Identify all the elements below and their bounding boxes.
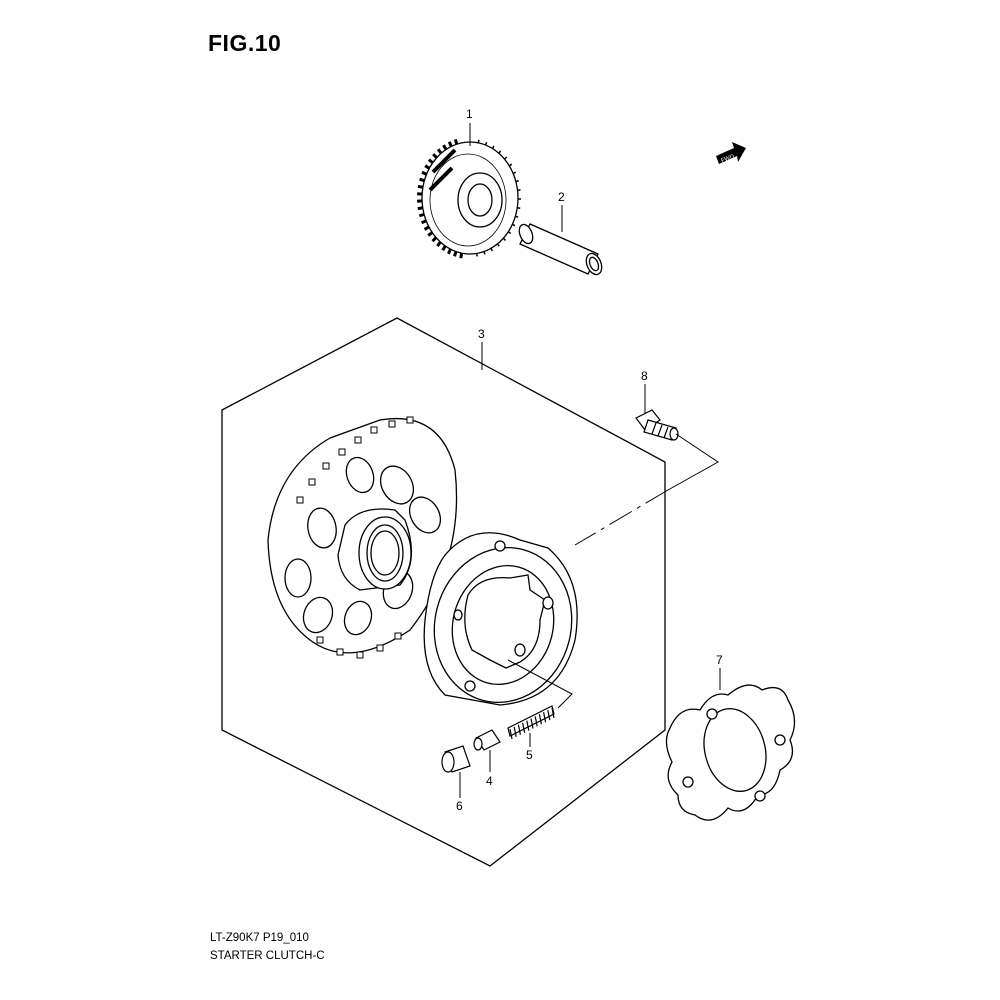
gear-tooth [515,215,519,218]
clutch-washer-plate [665,684,796,821]
gear-tooth [498,150,502,154]
gear-tooth [421,170,428,176]
gear-tooth [502,237,506,241]
clutch-roller [441,745,471,773]
starter-idle-gear [416,138,522,259]
callout-numbers: 1 2 3 8 5 4 6 7 [456,107,723,813]
gear-tooth [308,478,316,486]
gear-tooth [459,252,464,259]
gear-tooth [453,138,459,145]
fwd-direction-arrow-icon: FWD [716,142,746,164]
gear-tooth [406,416,414,424]
gear-tooth [418,212,425,218]
gear-teeth [416,138,522,259]
gear-tooth [484,141,488,146]
callout-7: 7 [716,653,723,667]
callout-2: 2 [558,190,565,204]
gear-tooth [419,177,425,183]
gear-tooth [356,651,364,659]
starter-clutch-assembly-outline [221,317,666,867]
figure-title: FIG.10 [208,30,282,56]
gear-tooth [504,156,508,160]
one-way-clutch-housing [423,532,578,706]
gear-tooth [424,164,431,170]
gear-tooth [431,236,438,243]
gear-tooth [512,223,516,227]
gear-tooth [517,206,521,209]
gear-tooth [508,163,513,167]
roller-spring [507,705,555,740]
gear-teeth [296,416,414,659]
gear-tooth [447,248,452,255]
gear-tooth [394,632,402,640]
idle-gear-shaft [518,223,603,276]
gear-tooth [417,206,423,211]
gear-tooth [423,225,430,231]
gear-tooth [316,636,324,644]
callout-5: 5 [526,748,533,762]
gear-tooth [388,420,396,428]
gear-tooth [442,144,448,151]
gear-tooth [512,171,517,175]
callout-8: 8 [641,369,648,383]
gear-tooth [477,139,480,143]
gear-tooth [453,251,458,257]
callout-1: 1 [466,107,473,121]
diagram-caption: STARTER CLUTCH-C [210,950,325,962]
gear-tooth [336,648,344,656]
gear-tooth [436,241,442,247]
gear-tooth [354,436,362,444]
callout-3: 3 [478,327,485,341]
callout-4: 4 [486,774,493,788]
clutch-pin [473,729,501,751]
gear-tooth [441,245,447,252]
gear-tooth [496,243,500,247]
gear-tooth [427,158,434,164]
clutch-bolt [635,409,679,441]
starter-driven-gear [267,416,458,659]
gear-tooth [432,153,438,159]
gear-tooth [447,141,453,148]
fwd-badge-label: FWD [720,154,736,165]
gear-tooth [420,219,427,225]
gear-tooth [436,148,443,155]
gear-tooth [322,462,330,470]
gear-tooth [370,426,378,434]
leader-lines [459,123,721,798]
gear-tooth [515,180,519,183]
gear-tooth [417,184,424,189]
gear-tooth [427,231,434,237]
gear-tooth [491,145,495,149]
model-code: LT-Z90K7 P19_010 [210,932,309,944]
gear-tooth [490,248,494,252]
gear-tooth [376,644,384,652]
gear-tooth [296,496,304,504]
gear-tooth [338,448,346,456]
gear-tooth [507,231,512,235]
gear-tooth [483,251,486,255]
callout-6: 6 [456,799,463,813]
